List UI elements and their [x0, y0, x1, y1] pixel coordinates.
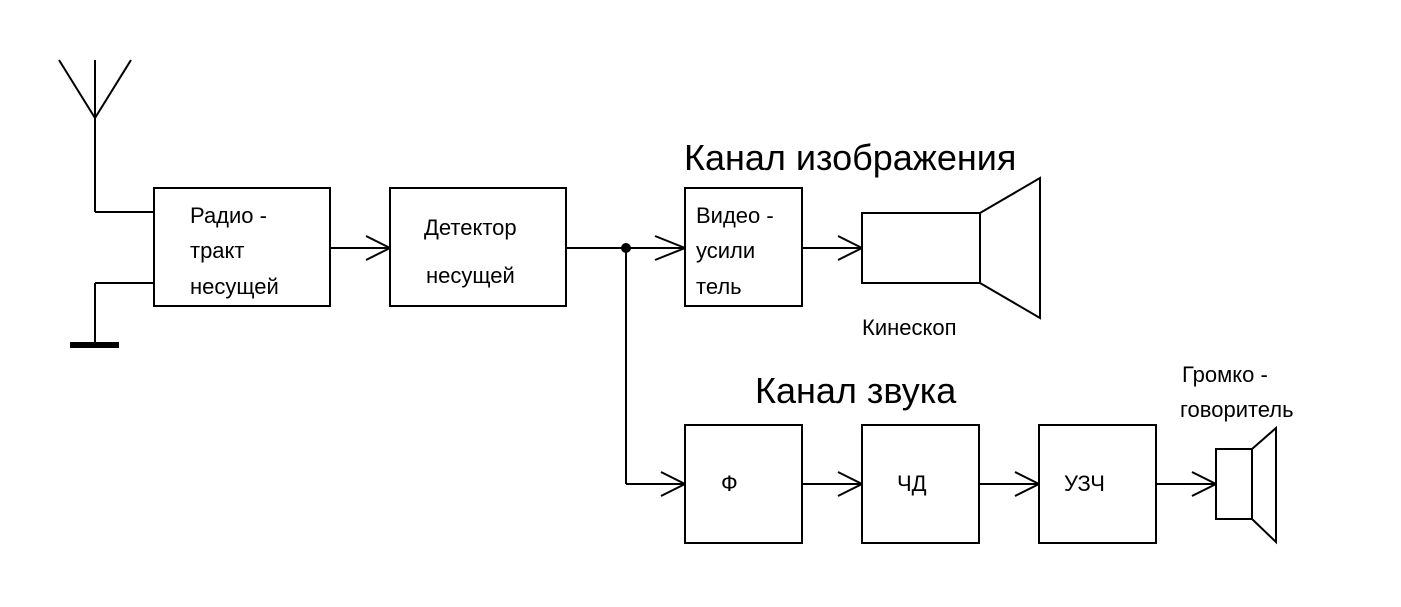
- video-amplifier-block: Видео - усили тель: [684, 187, 803, 307]
- kinescope-icon: [861, 176, 1041, 320]
- radio-tract-block: Радио - тракт несущей: [153, 187, 331, 307]
- fm-detector-block: ЧД: [861, 424, 980, 544]
- carrier-detector-block: Детектор несущей: [389, 187, 567, 307]
- radio-tract-label-2: тракт: [190, 238, 245, 263]
- video-amp-label-3: тель: [696, 274, 742, 299]
- radio-tract-label-1: Радио -: [190, 203, 267, 228]
- video-channel-title: Канал изображения: [684, 137, 1016, 178]
- audio-amp-label: УЗЧ: [1064, 471, 1105, 496]
- filter-block: Ф: [684, 424, 803, 544]
- fm-detector-label: ЧД: [897, 471, 927, 496]
- speaker-label-1: Громко -: [1182, 362, 1268, 387]
- sound-channel-title: Канал звука: [755, 370, 957, 411]
- wire-junction-filter: [625, 248, 688, 497]
- radio-tract-label-3: несущей: [190, 274, 279, 299]
- video-amp-label-1: Видео -: [696, 203, 774, 228]
- audio-amplifier-block: УЗЧ: [1038, 424, 1157, 544]
- ground-icon: [70, 282, 154, 348]
- video-amp-label-2: усили: [696, 238, 755, 263]
- detector-label-2: несущей: [426, 263, 515, 288]
- detector-label-1: Детектор: [424, 215, 517, 240]
- wire-video-kinescope: [802, 235, 865, 261]
- filter-label: Ф: [721, 471, 738, 496]
- speaker-icon: [1215, 425, 1277, 545]
- wire-fmdetector-audioamp: [979, 471, 1042, 497]
- speaker-label-2: говоритель: [1180, 397, 1294, 422]
- antenna-icon: [58, 59, 154, 213]
- kinescope-label: Кинескоп: [862, 315, 957, 340]
- wire-radio-detector: [330, 235, 393, 261]
- wire-audioamp-speaker: [1156, 471, 1219, 497]
- wire-filter-fmdetector: [802, 471, 865, 497]
